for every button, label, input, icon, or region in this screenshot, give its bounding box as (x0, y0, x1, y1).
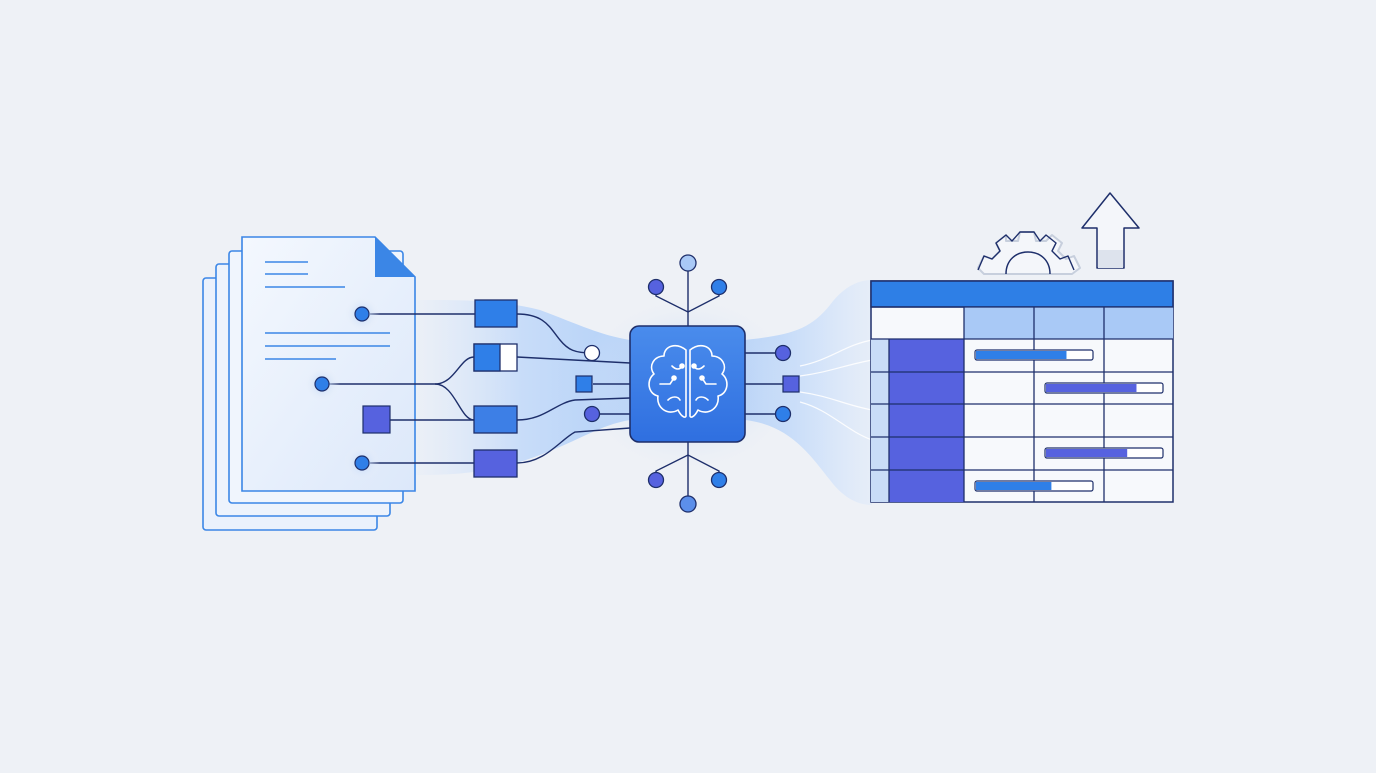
progress-bar-fill (976, 482, 1052, 490)
node-dot-hollow (583, 344, 601, 362)
ai-chip (629, 325, 746, 443)
table-row-marker-column (871, 339, 889, 502)
brain-icon (648, 344, 728, 418)
node-dot (354, 455, 370, 471)
node-dot (354, 306, 370, 322)
left-network-lines (329, 313, 631, 464)
table-highlight-column (889, 339, 964, 502)
structured-table (870, 280, 1174, 503)
node-square (362, 405, 391, 434)
node-block-split (473, 343, 518, 372)
right-flow-lines (799, 339, 873, 441)
arrow-up-icon (1081, 192, 1140, 269)
table-grid (871, 306, 1173, 502)
gear-icon (977, 231, 1081, 275)
node-block (474, 299, 518, 328)
table-header-bar (870, 280, 1174, 308)
progress-bar-fill (976, 351, 1067, 359)
progress-bar-fill (1046, 384, 1137, 392)
node-dot (314, 376, 330, 392)
node-block (473, 405, 518, 434)
document-text-lines (265, 261, 390, 360)
progress-bar-fill (1046, 449, 1128, 457)
left-network-nodes (304, 296, 601, 481)
document-front-page (241, 236, 416, 492)
document-folded-corner (375, 237, 415, 277)
node-block (473, 449, 518, 478)
node-dot (583, 405, 601, 423)
document-stack-icon (202, 236, 416, 531)
node-square (575, 375, 593, 393)
chip-connector-nodes (647, 254, 800, 513)
table-progress-bars (974, 349, 1164, 492)
table-subheader (964, 307, 1173, 339)
